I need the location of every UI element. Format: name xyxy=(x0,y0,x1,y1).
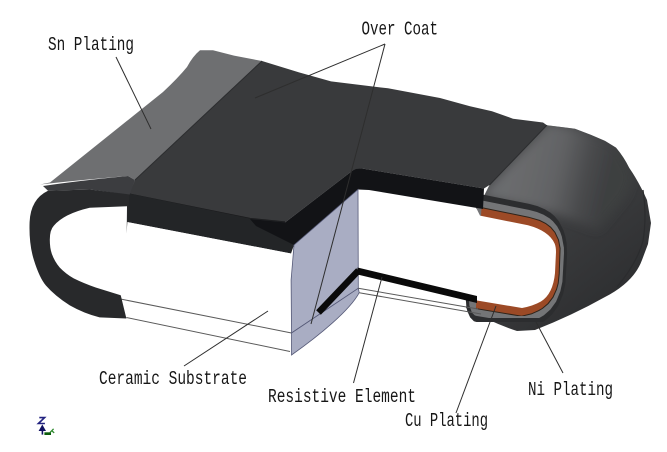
svg-text:Over Coat: Over Coat xyxy=(362,19,439,41)
svg-text:Ceramic Substrate: Ceramic Substrate xyxy=(99,368,247,390)
svg-text:Sn Plating: Sn Plating xyxy=(48,34,134,56)
svg-text:Cu Plating: Cu Plating xyxy=(405,410,488,432)
svg-text:Resistive Element: Resistive Element xyxy=(268,386,416,408)
svg-text:Ni Plating: Ni Plating xyxy=(528,379,613,401)
